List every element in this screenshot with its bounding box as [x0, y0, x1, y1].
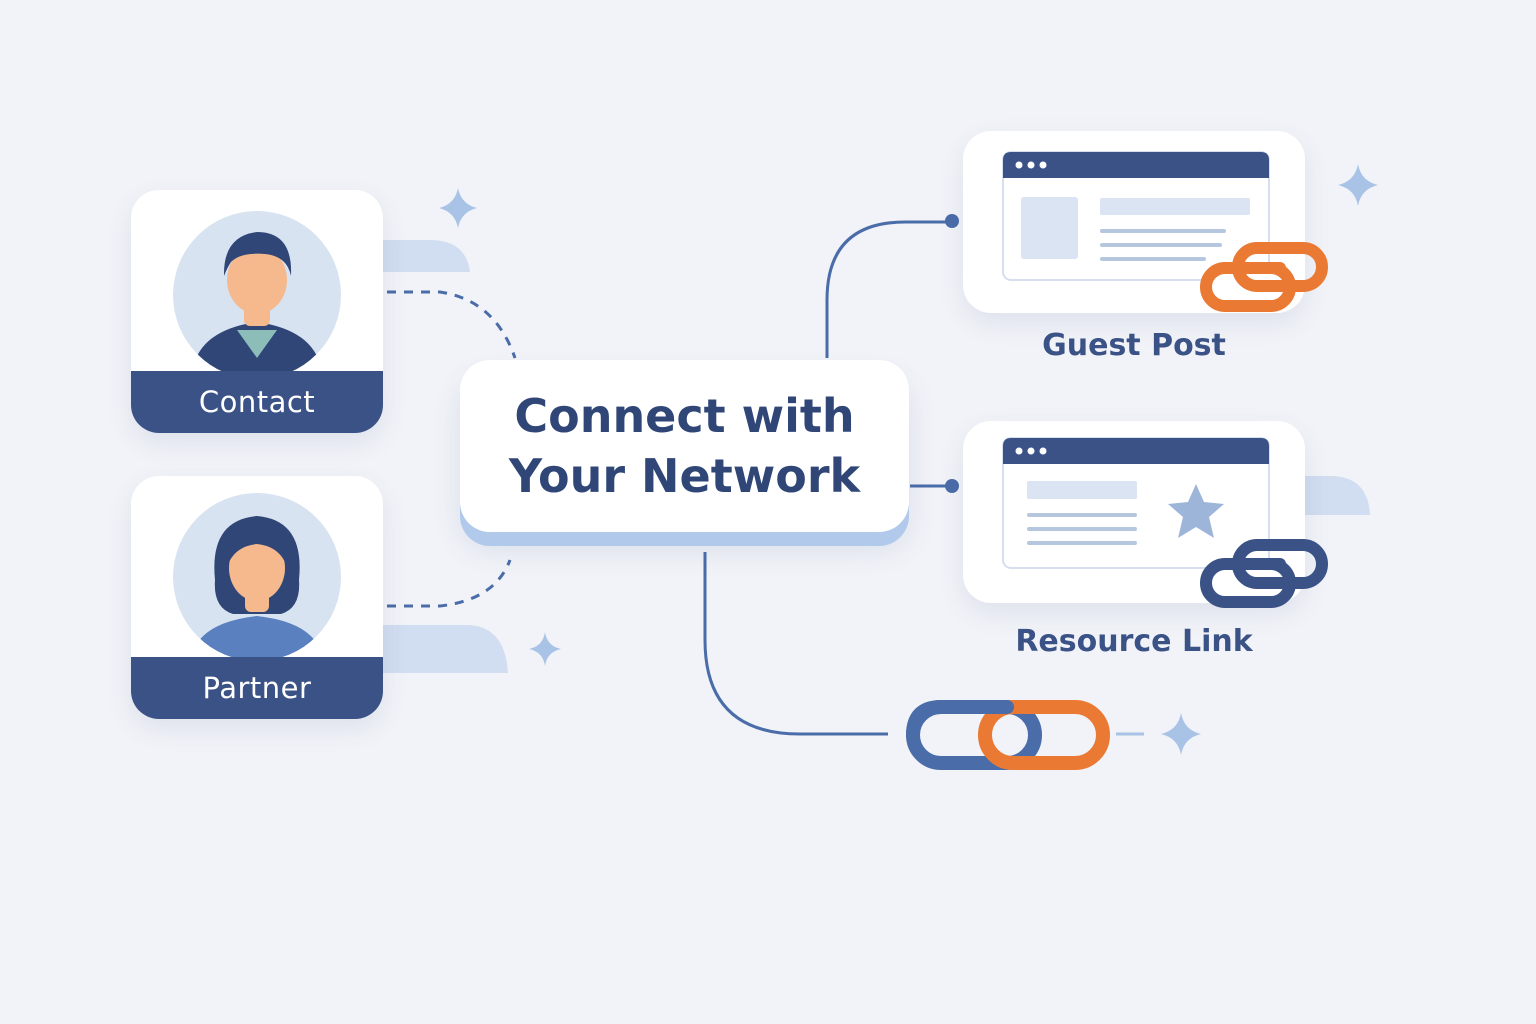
resource-link-label: Resource Link: [1015, 624, 1253, 659]
partner-label: Partner: [131, 657, 383, 719]
dashed-connector: [387, 290, 517, 359]
contact-card[interactable]: Contact: [131, 190, 383, 433]
sparkle-icon: [529, 632, 561, 666]
decor-blob: [1305, 476, 1370, 515]
chain-link-icon: [1200, 242, 1328, 312]
browser-window-icon: [1002, 151, 1270, 281]
solid-connector: [825, 220, 952, 358]
decor-blob: [383, 625, 508, 673]
partner-card[interactable]: Partner: [131, 476, 383, 719]
contact-label: Contact: [131, 371, 383, 433]
decor-blob: [383, 240, 470, 272]
sparkle-icon: [1161, 713, 1201, 755]
dashed-connector: [387, 559, 512, 608]
center-title-line1: Connect with: [514, 389, 855, 443]
chain-link-icon: [906, 700, 1110, 770]
solid-connector: [703, 552, 888, 736]
connector-dot: [945, 479, 959, 493]
sparkle-icon: [1338, 164, 1378, 206]
guest-post-label: Guest Post: [1042, 328, 1226, 363]
woman-avatar-icon: [173, 493, 341, 661]
center-card[interactable]: Connect with Your Network: [460, 360, 909, 532]
chain-link-icon: [1200, 539, 1328, 608]
browser-star-icon: [1002, 437, 1270, 569]
sparkle-icon: [439, 188, 477, 228]
center-title-line2: Your Network: [508, 449, 861, 503]
connector-dot: [945, 214, 959, 228]
